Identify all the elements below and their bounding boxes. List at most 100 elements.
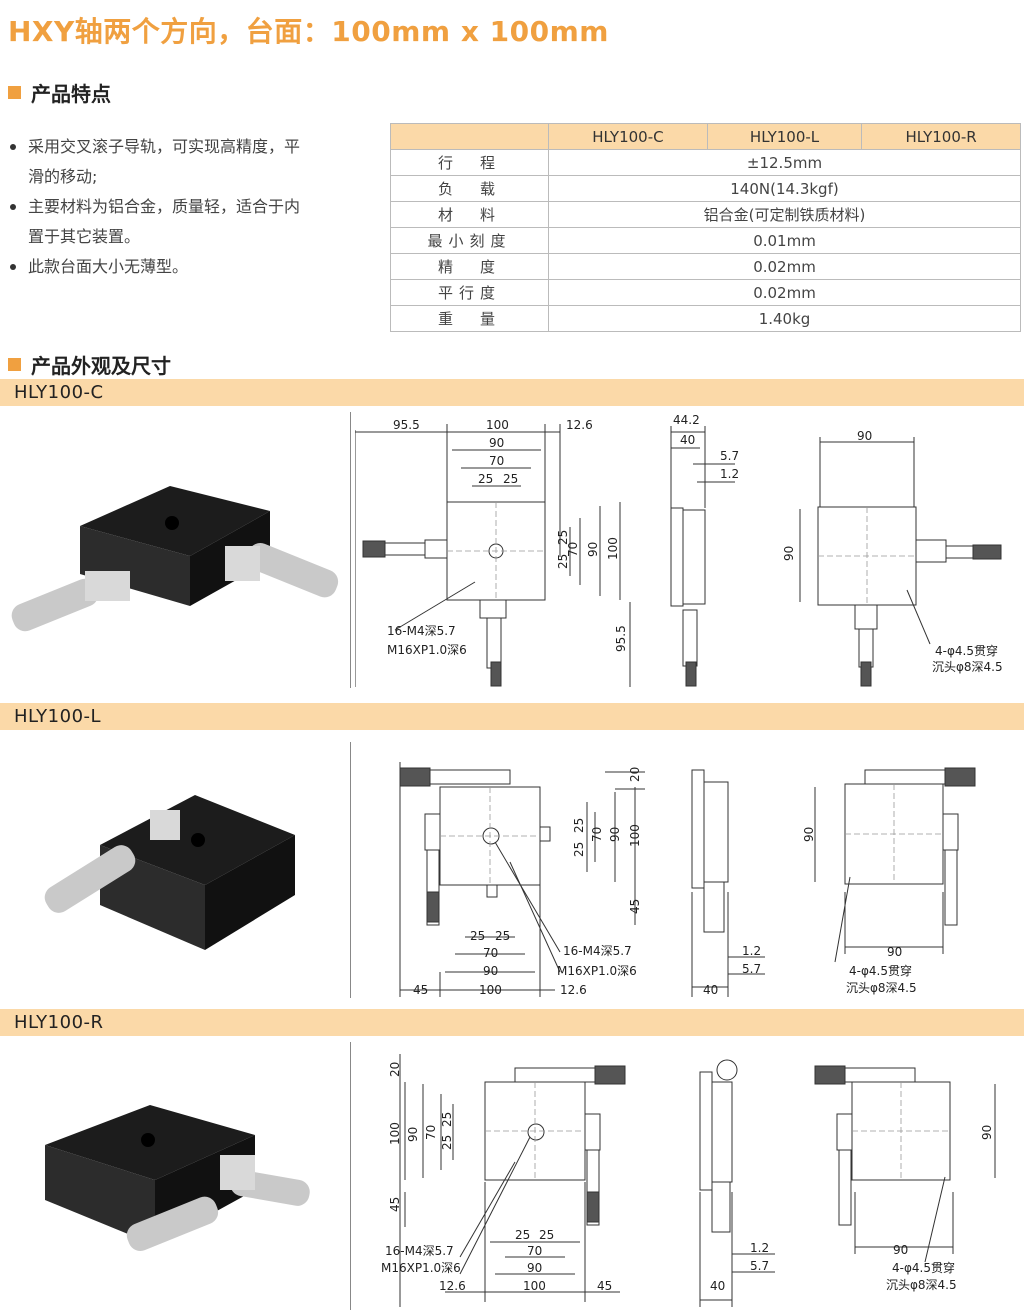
dimensions-heading-text: 产品外观及尺寸 — [31, 354, 171, 378]
dim-label: 90 — [406, 1127, 420, 1142]
model-band-l: HLY100-L — [0, 703, 1024, 730]
dim-label: 70 — [590, 827, 604, 842]
divider — [350, 1042, 351, 1310]
dim-label: 100 — [388, 1122, 402, 1145]
drawing-l: 20 25 25 70 90 100 45 25 25 70 90 100 45… — [399, 762, 976, 997]
dim-label: 100 — [523, 1279, 546, 1293]
dim-label: 1.2 — [720, 467, 739, 481]
dim-label: 45 — [597, 1279, 612, 1293]
dim-label: 25 — [556, 530, 570, 545]
features-heading-text: 产品特点 — [31, 82, 111, 106]
dim-label: 25 — [572, 818, 586, 833]
dim-label: 95.5 — [614, 625, 628, 652]
dim-label: 25 — [515, 1228, 530, 1242]
dim-label: 12.6 — [560, 983, 587, 997]
dim-label: 45 — [628, 899, 642, 914]
heading-marker — [8, 86, 21, 99]
dim-label: 12.6 — [566, 418, 593, 432]
drawing-c: 95.5 100 90 70 25 25 12.6 25 25 70 90 10… — [355, 413, 1003, 687]
dim-label: 70 — [527, 1244, 542, 1258]
spec-row: 材 料铝合金(可定制铁质材料) — [390, 201, 1021, 228]
dim-label: 90 — [527, 1261, 542, 1275]
dim-label: 90 — [887, 945, 902, 959]
hole-spec: 4-φ4.5贯穿 — [935, 643, 998, 658]
dim-label: 25 — [503, 472, 518, 486]
spec-label: 精 度 — [390, 253, 549, 280]
dim-label: 90 — [893, 1243, 908, 1257]
dim-label: 70 — [489, 454, 504, 468]
dim-label: 90 — [980, 1125, 994, 1140]
dimensions-heading: 产品外观及尺寸 — [8, 350, 171, 379]
hole-spec: 沉头φ8深4.5 — [932, 660, 1003, 674]
dim-label: 1.2 — [742, 944, 761, 958]
dim-label: 45 — [413, 983, 428, 997]
spec-header-blank — [390, 123, 549, 150]
spec-row: 行 程±12.5mm — [390, 149, 1021, 176]
dim-label: 90 — [586, 542, 600, 557]
product-photo-r — [45, 1105, 310, 1251]
drawing-r: 20 100 90 70 25 25 45 25 25 70 90 100 12… — [381, 1054, 996, 1307]
spec-label: 材 料 — [390, 201, 549, 228]
model-band-c: HLY100-C — [0, 379, 1024, 406]
dim-label: 5.7 — [720, 449, 739, 463]
dim-label: 90 — [483, 964, 498, 978]
hole-spec: M16XP1.0深6 — [381, 1261, 461, 1275]
spec-header-l: HLY100-L — [706, 123, 863, 150]
dim-label: 70 — [483, 946, 498, 960]
dim-label: 5.7 — [742, 962, 761, 976]
dim-label: 5.7 — [750, 1259, 769, 1273]
spec-value: 0.01mm — [548, 227, 1021, 254]
spec-value: 0.02mm — [548, 253, 1021, 280]
hole-spec: 16-M4深5.7 — [385, 1244, 454, 1258]
spec-value: 0.02mm — [548, 279, 1021, 306]
dim-label: 25 — [478, 472, 493, 486]
dim-label: 100 — [479, 983, 502, 997]
dim-label: 90 — [857, 429, 872, 443]
dim-label: 90 — [802, 827, 816, 842]
hole-spec: 16-M4深5.7 — [563, 944, 632, 958]
dim-label: 95.5 — [393, 418, 420, 432]
dim-label: 40 — [680, 433, 695, 447]
dim-label: 40 — [710, 1279, 725, 1293]
hole-spec: M16XP1.0深6 — [557, 964, 637, 978]
dim-label: 100 — [628, 824, 642, 847]
dim-label: 1.2 — [750, 1241, 769, 1255]
spec-value: ±12.5mm — [548, 149, 1021, 176]
dim-label: 25 — [440, 1135, 454, 1150]
dim-label: 90 — [782, 546, 796, 561]
spec-label: 平行度 — [390, 279, 549, 306]
dim-label: 25 — [495, 929, 510, 943]
dim-label: 45 — [388, 1197, 402, 1212]
spec-header-c: HLY100-C — [548, 123, 708, 150]
dim-label: 25 — [470, 929, 485, 943]
hole-spec: 沉头φ8深4.5 — [886, 1278, 957, 1292]
dim-label: 90 — [608, 827, 622, 842]
dim-label: 70 — [566, 542, 580, 557]
spec-table: HLY100-C HLY100-L HLY100-R 行 程±12.5mm 负 … — [390, 123, 1021, 332]
hole-spec: 16-M4深5.7 — [387, 624, 456, 638]
spec-value: 140N(14.3kgf) — [548, 175, 1021, 202]
spec-label: 行 程 — [390, 149, 549, 176]
spec-header-r: HLY100-R — [861, 123, 1021, 150]
spec-value: 铝合金(可定制铁质材料) — [548, 201, 1021, 228]
dim-label: 25 — [556, 554, 570, 569]
product-photo-c — [11, 486, 339, 632]
dim-label: 44.2 — [673, 413, 700, 427]
dim-label: 20 — [628, 767, 642, 782]
divider — [350, 412, 351, 688]
divider — [350, 742, 351, 998]
dim-label: 20 — [388, 1062, 402, 1077]
dim-label: 70 — [424, 1125, 438, 1140]
feature-item: 此款台面大小无薄型。 — [10, 252, 310, 282]
feature-item: 主要材料为铝合金，质量轻，适合于内置于其它装置。 — [10, 192, 310, 252]
features-heading: 产品特点 — [8, 78, 111, 107]
hole-spec: 4-φ4.5贯穿 — [849, 963, 912, 978]
model-band-r: HLY100-R — [0, 1009, 1024, 1036]
spec-label: 最小刻度 — [390, 227, 549, 254]
feature-list: 采用交叉滚子导轨，可实现高精度，平滑的移动; 主要材料为铝合金，质量轻，适合于内… — [10, 132, 310, 282]
dim-label: 40 — [703, 983, 718, 997]
